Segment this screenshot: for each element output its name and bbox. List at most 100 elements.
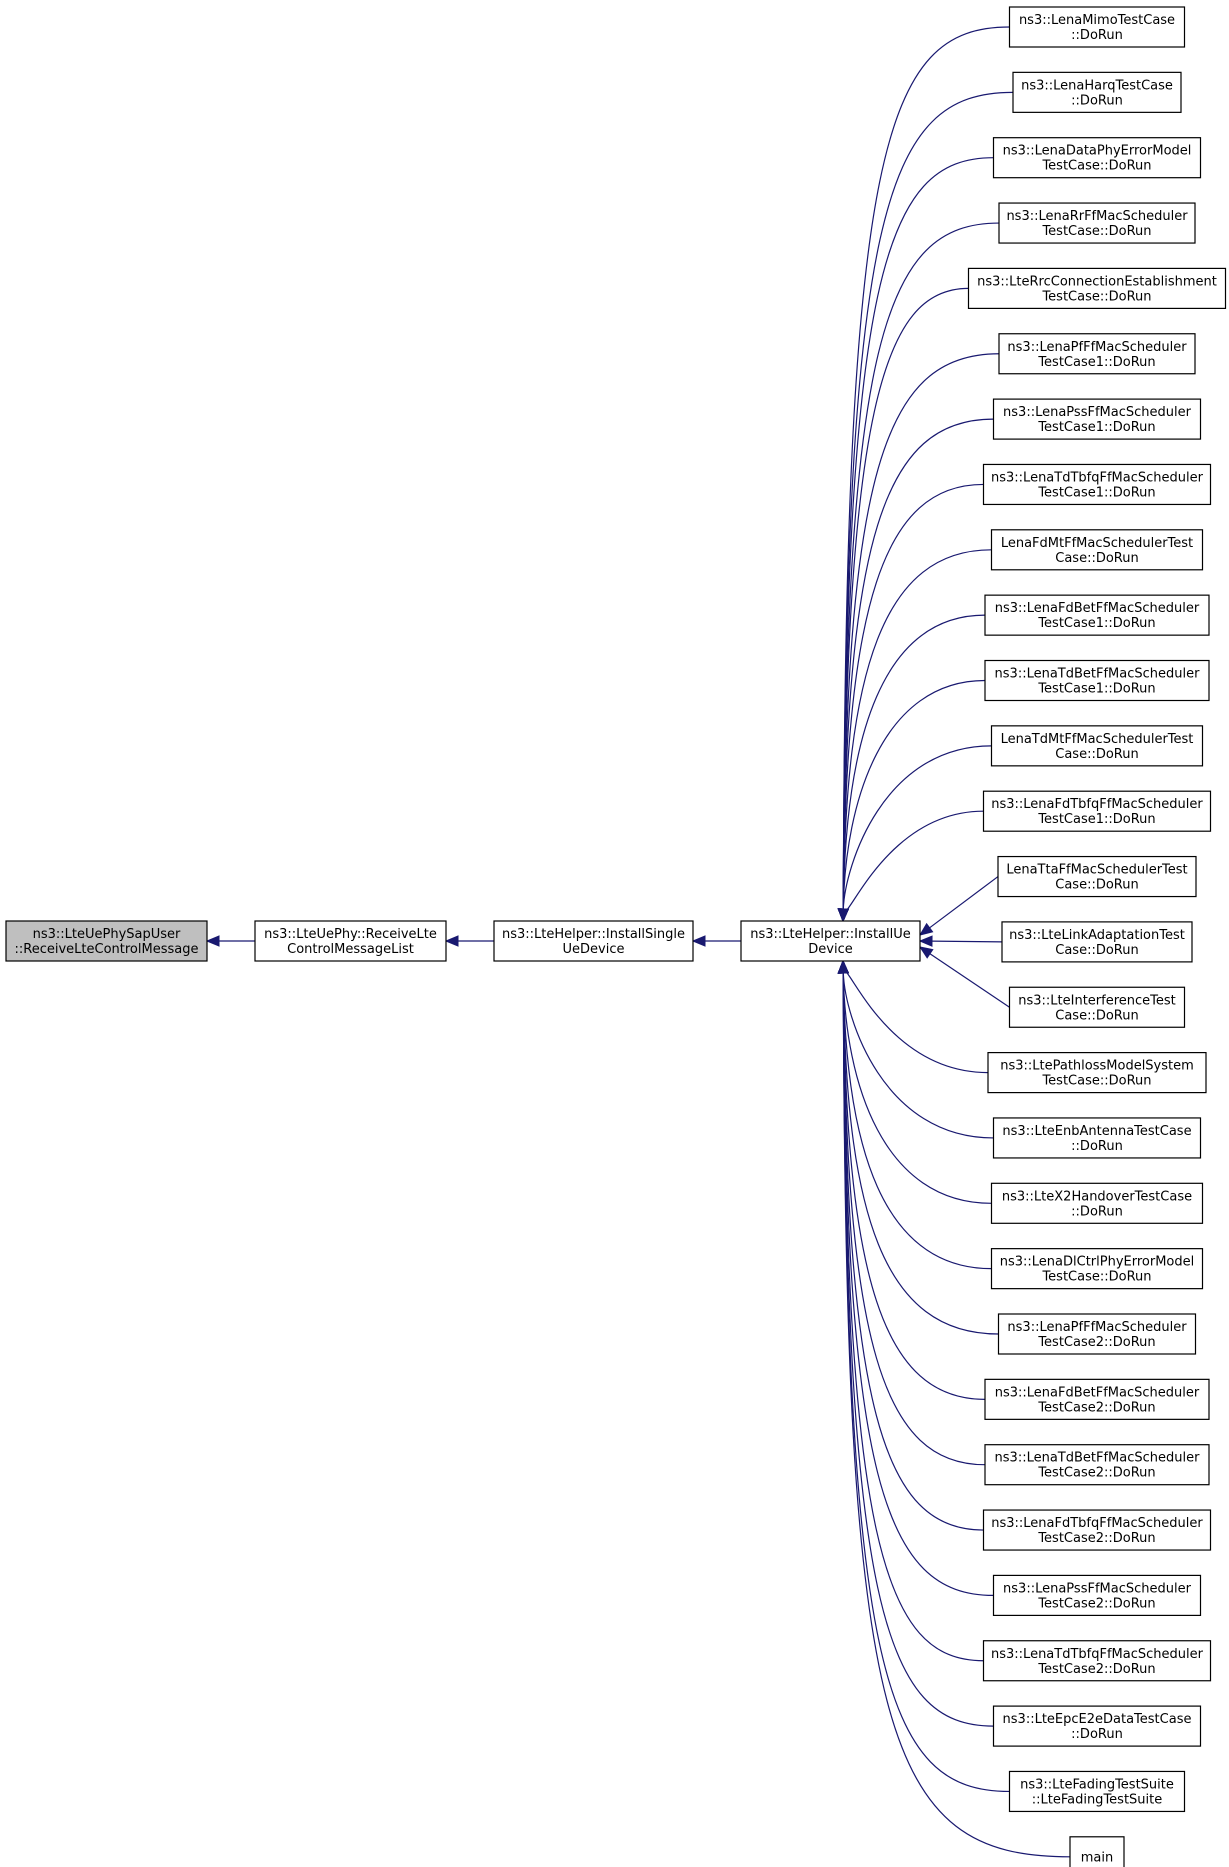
edge-caller-ns3-lenatdtbfqffmacscheduler-testcase1-dorun	[842, 483, 984, 910]
caller-ns3-lterrcconnectionestablishment-testcase-dorun[interactable]: ns3::LteRrcConnectionEstablishmentTestCa…	[967, 267, 1227, 309]
caller-ns3-lenapfffmacscheduler-testcase1-dorun[interactable]: ns3::LenaPfFfMacSchedulerTestCase1::DoRu…	[998, 333, 1196, 375]
caller-lenafdmtffmacschedulertest-case-dorun-label-line: Case::DoRun	[1055, 551, 1138, 566]
caller-ns3-lteenbantennatestcase-dorun-label-line: ns3::LteEnbAntennaTestCase	[1002, 1124, 1191, 1139]
caller-ns3-lenamimotestcase-dorun-box	[1008, 6, 1186, 48]
edge-hub-to-n2-arrowhead	[691, 935, 706, 947]
edge-caller-ns3-lenafdtbfqffmacscheduler-testcase1-dorun	[842, 810, 984, 913]
node-receive-control-message-list[interactable]: ns3::LteUePhy::ReceiveLteControlMessageL…	[254, 920, 447, 962]
edge-caller-ns3-lenafdtbfqffmacscheduler-testcase2-dorun	[842, 972, 984, 1531]
node-receive-control-message-list-label-line: ns3::LteUePhy::ReceiveLte	[264, 927, 437, 942]
edge-caller-ns3-ltepathlossmodelsystem-testcase-dorun	[842, 970, 989, 1074]
caller-ns3-lteenbantennatestcase-dorun-label-line: ::DoRun	[1071, 1139, 1123, 1154]
caller-ns3-lenapssffmacscheduler-testcase1-dorun[interactable]: ns3::LenaPssFfMacSchedulerTestCase1::DoR…	[992, 398, 1202, 440]
caller-ns3-lteinterferencetest-case-dorun-box	[1008, 986, 1186, 1028]
caller-ns3-lenatdbetffmacscheduler-testcase2-dorun-label-line: ns3::LenaTdBetFfMacScheduler	[995, 1451, 1201, 1466]
edge-caller-ns3-lenapfffmacscheduler-testcase2-dorun	[842, 972, 999, 1335]
caller-ns3-lenaharqtestcase-dorun[interactable]: ns3::LenaHarqTestCase::DoRun	[1012, 71, 1182, 113]
caller-ns3-lenatdtbfqffmacscheduler-testcase1-dorun-label-line: ns3::LenaTdTbfqFfMacScheduler	[991, 470, 1204, 485]
caller-ns3-lenadlctrlphyerrormodel-testcase-dorun[interactable]: ns3::LenaDlCtrlPhyErrorModelTestCase::Do…	[990, 1248, 1204, 1290]
caller-ns3-lenarrffmacscheduler-testcase-dorun-label-line: ns3::LenaRrFfMacScheduler	[1006, 209, 1188, 224]
caller-main[interactable]: main	[1069, 1836, 1125, 1867]
caller-ns3-lenapssffmacscheduler-testcase2-dorun-label-line: ns3::LenaPssFfMacScheduler	[1003, 1581, 1192, 1596]
caller-lenattaffmacschedulertest-case-dorun-label-line: LenaTtaFfMacSchedulerTest	[1006, 863, 1187, 878]
caller-ns3-ltepathlossmodelsystem-testcase-dorun[interactable]: ns3::LtePathlossModelSystemTestCase::DoR…	[987, 1051, 1207, 1094]
node-root-label-line: ::ReceiveLteControlMessage	[15, 942, 199, 957]
caller-ns3-lenadataphyerrormodel-testcase-dorun-box	[992, 137, 1202, 179]
caller-ns3-lenafdbetffmacscheduler-testcase1-dorun-box	[984, 594, 1210, 636]
caller-ns3-lteinterferencetest-case-dorun-label-line: Case::DoRun	[1055, 1008, 1138, 1023]
caller-ns3-lenapfffmacscheduler-testcase1-dorun-box	[998, 333, 1196, 375]
caller-ns3-lenapssffmacscheduler-testcase2-dorun-box	[992, 1574, 1202, 1617]
caller-ns3-lenadlctrlphyerrormodel-testcase-dorun-box	[990, 1248, 1204, 1290]
edge-caller-ns3-lenapssffmacscheduler-testcase2-dorun	[842, 972, 994, 1596]
caller-ns3-lenafdbetffmacscheduler-testcase2-dorun[interactable]: ns3::LenaFdBetFfMacSchedulerTestCase2::D…	[984, 1378, 1210, 1420]
caller-ns3-lteepce2edatatestcase-dorun[interactable]: ns3::LteEpcE2eDataTestCase::DoRun	[992, 1705, 1202, 1747]
caller-ns3-ltelinkadaptationtest-case-dorun-label-line: ns3::LteLinkAdaptationTest	[1009, 928, 1185, 943]
caller-ns3-ltepathlossmodelsystem-testcase-dorun-box	[987, 1051, 1207, 1094]
caller-ns3-lenapfffmacscheduler-testcase2-dorun[interactable]: ns3::LenaPfFfMacSchedulerTestCase2::DoRu…	[997, 1313, 1197, 1355]
node-root-box	[5, 920, 208, 962]
edge-caller-lenattaffmacschedulertest-case-dorun-arrowhead	[918, 922, 934, 936]
caller-ns3-lenapssffmacscheduler-testcase1-dorun-box	[992, 398, 1202, 440]
caller-ns3-lenafdbetffmacscheduler-testcase1-dorun[interactable]: ns3::LenaFdBetFfMacSchedulerTestCase1::D…	[984, 594, 1210, 636]
caller-ns3-lenafdtbfqffmacscheduler-testcase2-dorun-label-line: TestCase2::DoRun	[1037, 1531, 1155, 1546]
edge-caller-ns3-lenamimotestcase-dorun	[842, 26, 1010, 910]
caller-ns3-ltefadingtestsuite-ltefadingtestsuite[interactable]: ns3::LteFadingTestSuite::LteFadingTestSu…	[1008, 1770, 1186, 1813]
caller-lenatdmtffmacschedulertest-case-dorun-box	[990, 725, 1204, 767]
caller-main-label-line: main	[1081, 1850, 1113, 1865]
caller-ns3-lenafdbetffmacscheduler-testcase2-dorun-label-line: TestCase2::DoRun	[1037, 1400, 1155, 1415]
caller-ns3-lenafdbetffmacscheduler-testcase1-dorun-label-line: TestCase1::DoRun	[1037, 616, 1155, 631]
edge-caller-lenattaffmacschedulertest-case-dorun	[929, 876, 999, 929]
caller-ns3-lenapfffmacscheduler-testcase2-dorun-label-line: ns3::LenaPfFfMacScheduler	[1007, 1320, 1187, 1335]
caller-ns3-lenatdbetffmacscheduler-testcase1-dorun[interactable]: ns3::LenaTdBetFfMacSchedulerTestCase1::D…	[984, 659, 1210, 702]
caller-ns3-lenatdbetffmacscheduler-testcase1-dorun-label-line: ns3::LenaTdBetFfMacScheduler	[995, 667, 1201, 682]
caller-ns3-lenatdtbfqffmacscheduler-testcase1-dorun[interactable]: ns3::LenaTdTbfqFfMacSchedulerTestCase1::…	[982, 463, 1212, 506]
caller-ns3-lteenbantennatestcase-dorun[interactable]: ns3::LteEnbAntennaTestCase::DoRun	[992, 1117, 1202, 1159]
caller-ns3-ltex2handovertestcase-dorun[interactable]: ns3::LteX2HandoverTestCase::DoRun	[990, 1182, 1204, 1224]
caller-ns3-lenarrffmacscheduler-testcase-dorun-label-line: TestCase::DoRun	[1041, 224, 1151, 239]
caller-ns3-lenapssffmacscheduler-testcase1-dorun-label-line: ns3::LenaPssFfMacScheduler	[1003, 405, 1192, 420]
caller-main-box	[1069, 1836, 1125, 1867]
caller-ns3-lenadataphyerrormodel-testcase-dorun[interactable]: ns3::LenaDataPhyErrorModelTestCase::DoRu…	[992, 137, 1202, 179]
node-install-ue-device-box	[740, 920, 921, 962]
node-receive-control-message-list-box	[254, 920, 447, 962]
caller-ns3-lenatdbetffmacscheduler-testcase2-dorun-box	[984, 1444, 1210, 1486]
caller-ns3-lterrcconnectionestablishment-testcase-dorun-box	[967, 267, 1227, 309]
caller-ns3-lenapssffmacscheduler-testcase2-dorun[interactable]: ns3::LenaPssFfMacSchedulerTestCase2::DoR…	[992, 1574, 1202, 1617]
caller-ns3-lenamimotestcase-dorun[interactable]: ns3::LenaMimoTestCase::DoRun	[1008, 6, 1186, 48]
caller-ns3-lenapssffmacscheduler-testcase1-dorun-label-line: TestCase1::DoRun	[1037, 420, 1155, 435]
caller-ns3-lenatdtbfqffmacscheduler-testcase2-dorun[interactable]: ns3::LenaTdTbfqFfMacSchedulerTestCase2::…	[982, 1640, 1212, 1682]
caller-ns3-lenatdbetffmacscheduler-testcase2-dorun[interactable]: ns3::LenaTdBetFfMacSchedulerTestCase2::D…	[984, 1444, 1210, 1486]
caller-ns3-lenatdtbfqffmacscheduler-testcase2-dorun-box	[982, 1640, 1212, 1682]
caller-ns3-lenatdtbfqffmacscheduler-testcase2-dorun-label-line: ns3::LenaTdTbfqFfMacScheduler	[991, 1647, 1204, 1662]
caller-ns3-ltelinkadaptationtest-case-dorun-label-line: Case::DoRun	[1055, 943, 1138, 958]
caller-ns3-lenapssffmacscheduler-testcase2-dorun-label-line: TestCase2::DoRun	[1037, 1596, 1155, 1611]
caller-lenatdmtffmacschedulertest-case-dorun-label-line: LenaTdMtFfMacSchedulerTest	[1001, 732, 1194, 747]
edge-caller-ns3-lenapfffmacscheduler-testcase1-dorun	[842, 353, 1000, 910]
edge-caller-ns3-lenafdbetffmacscheduler-testcase2-dorun	[842, 972, 986, 1400]
caller-ns3-lenafdtbfqffmacscheduler-testcase1-dorun[interactable]: ns3::LenaFdTbfqFfMacSchedulerTestCase1::…	[982, 790, 1212, 832]
caller-ns3-ltepathlossmodelsystem-testcase-dorun-label-line: ns3::LtePathlossModelSystem	[1000, 1059, 1194, 1074]
caller-ns3-ltex2handovertestcase-dorun-box	[990, 1182, 1204, 1224]
caller-ns3-lenafdtbfqffmacscheduler-testcase1-dorun-box	[982, 790, 1212, 832]
edge-caller-ns3-lenafdbetffmacscheduler-testcase1-dorun	[842, 614, 986, 910]
caller-ns3-lenafdtbfqffmacscheduler-testcase2-dorun[interactable]: ns3::LenaFdTbfqFfMacSchedulerTestCase2::…	[982, 1509, 1212, 1551]
node-root[interactable]: ns3::LteUePhySapUser::ReceiveLteControlM…	[5, 920, 208, 962]
caller-ns3-lenaharqtestcase-dorun-label-line: ns3::LenaHarqTestCase	[1021, 78, 1173, 93]
caller-ns3-ltelinkadaptationtest-case-dorun-box	[1001, 921, 1193, 963]
edge-caller-ns3-lenatdbetffmacscheduler-testcase2-dorun	[842, 972, 986, 1466]
caller-ns3-ltepathlossmodelsystem-testcase-dorun-label-line: TestCase::DoRun	[1041, 1074, 1151, 1089]
caller-ns3-lterrcconnectionestablishment-testcase-dorun-label-line: ns3::LteRrcConnectionEstablishment	[977, 274, 1217, 289]
caller-ns3-lenapfffmacscheduler-testcase2-dorun-label-line: TestCase2::DoRun	[1037, 1335, 1155, 1350]
caller-ns3-ltefadingtestsuite-ltefadingtestsuite-box	[1008, 1770, 1186, 1813]
caller-ns3-lenatdtbfqffmacscheduler-testcase1-dorun-box	[982, 463, 1212, 506]
